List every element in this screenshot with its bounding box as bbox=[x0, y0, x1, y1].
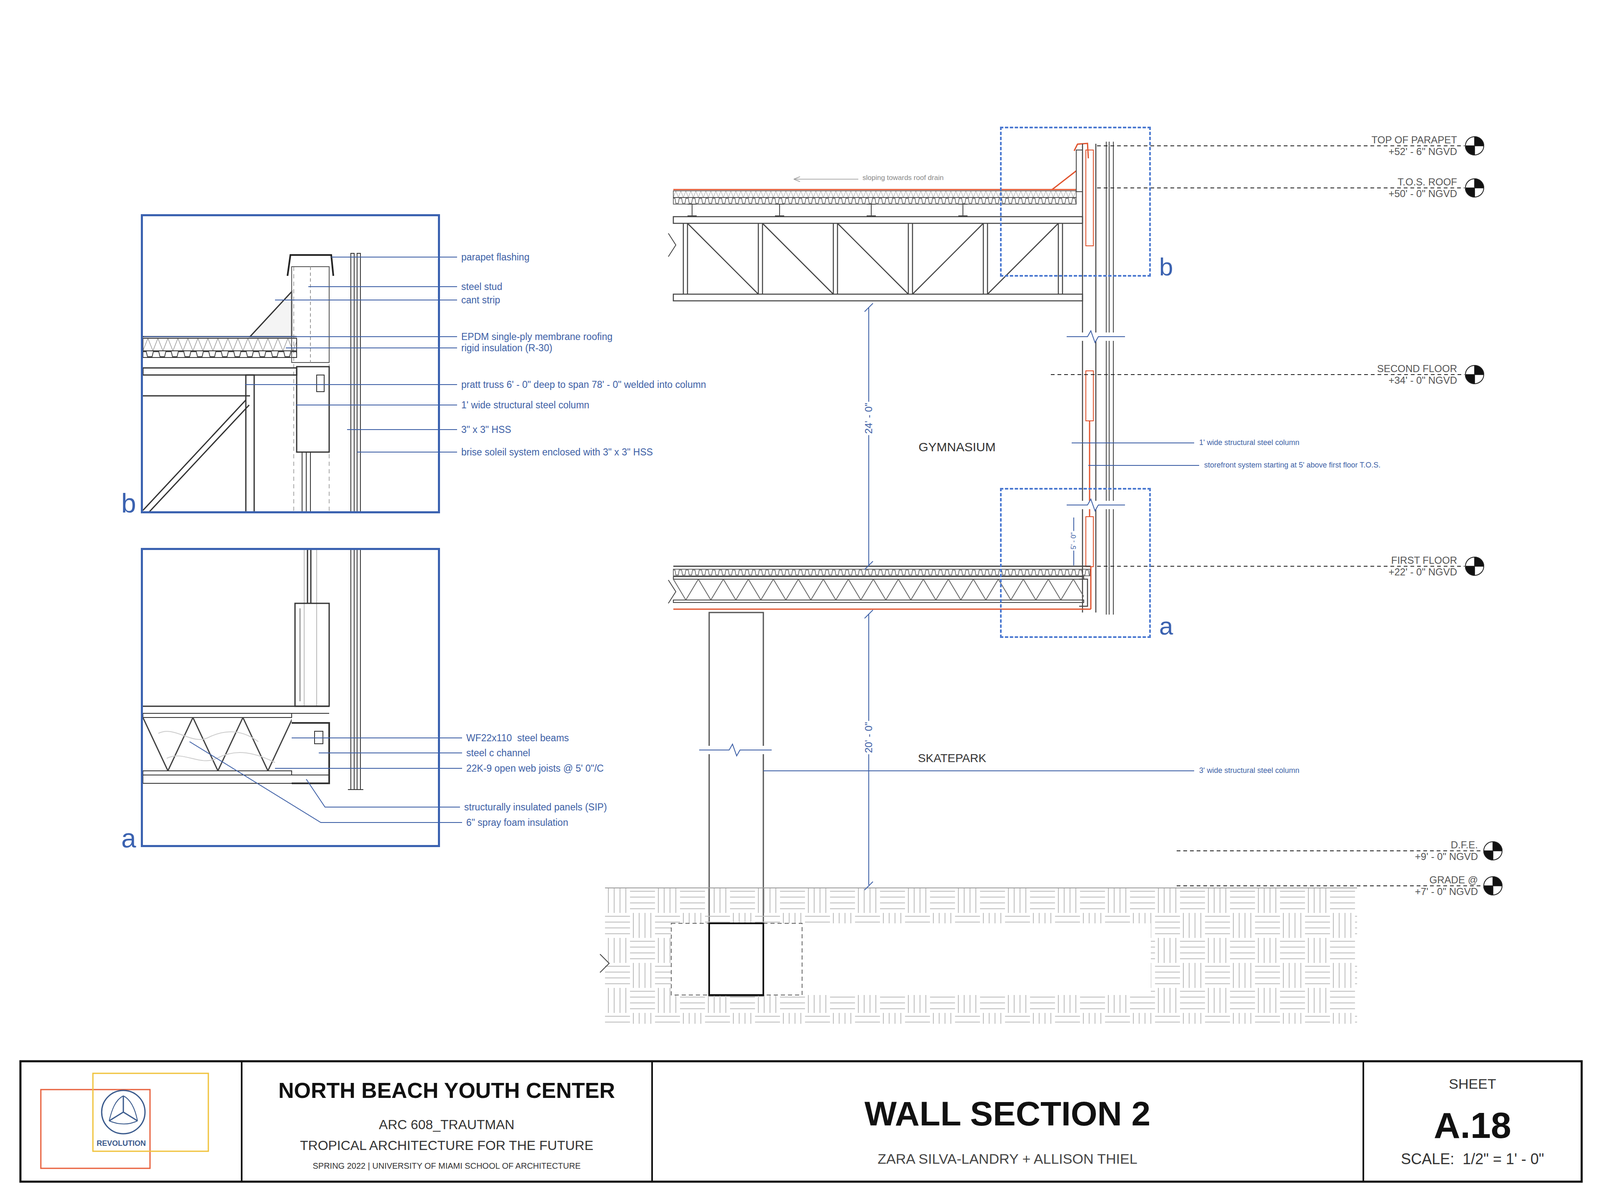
node-text: SHEET bbox=[1448, 1076, 1496, 1092]
callout-label: storefront system starting at 5' above f… bbox=[1204, 461, 1381, 470]
detail-callout-box: b bbox=[1000, 126, 1151, 277]
dimension: 20' - 0" bbox=[863, 720, 875, 755]
callout-label: pratt truss 6' - 0" deep to span 78' - 0… bbox=[461, 379, 707, 390]
callout-label: 3' wide structural steel column bbox=[1199, 766, 1300, 775]
level-value: +7' - 0" NGVD bbox=[1413, 886, 1480, 898]
dimension: 5' - 0" bbox=[1070, 531, 1078, 551]
logo-cell: REVOLUTION bbox=[21, 1062, 241, 1181]
callout-label: WF22x110 steel beams bbox=[466, 732, 569, 744]
callout-label: EPDM single-ply membrane roofing bbox=[461, 331, 613, 343]
callout-label: rigid insulation (R-30) bbox=[461, 342, 553, 354]
callout-label: 1' wide structural steel column bbox=[1199, 438, 1300, 447]
detail-frame: b bbox=[140, 214, 440, 514]
callout-label: parapet flashing bbox=[461, 252, 530, 263]
sheet-number-cell: SHEET A.18SCALE: 1/2" = 1' - 0" bbox=[1364, 1062, 1581, 1181]
callout-label: steel stud bbox=[461, 281, 503, 293]
node-text: WALL SECTION 2 bbox=[864, 1095, 1151, 1133]
node-text: SPRING 2022 | UNIVERSITY OF MIAMI SCHOOL… bbox=[312, 1161, 581, 1171]
level-name: TOP OF PARAPET bbox=[1370, 134, 1459, 146]
level-name: FIRST FLOOR bbox=[1390, 555, 1459, 566]
detail-callout-box: a bbox=[1000, 487, 1151, 638]
callout-label: cant strip bbox=[461, 295, 500, 306]
detail-frame: a bbox=[140, 547, 440, 848]
node-text: a bbox=[121, 824, 137, 853]
callout-label: 3" x 3" HSS bbox=[461, 424, 512, 435]
sheet-title-cell: WALL SECTION 2 ZARA SILVA-LANDRY + ALLISO… bbox=[652, 1062, 1363, 1181]
level-value: +9' - 0" NGVD bbox=[1413, 851, 1480, 863]
level-name: D.F.E. bbox=[1449, 839, 1480, 851]
room-name: GYMNASIUM bbox=[918, 440, 996, 454]
callout-label: 22K-9 open web joists @ 5' 0"/C bbox=[466, 763, 604, 774]
node-text: b bbox=[121, 489, 137, 518]
node-text: b bbox=[1159, 253, 1173, 281]
node-text: SCALE: 1/2" = 1' - 0" bbox=[1400, 1151, 1545, 1168]
callout-label: structurally insulated panels (SIP) bbox=[464, 802, 608, 813]
node-text: REVOLUTION bbox=[96, 1139, 146, 1148]
node-text: TROPICAL ARCHITECTURE FOR THE FUTURE bbox=[300, 1138, 594, 1153]
level-value: +52' - 6" NGVD bbox=[1387, 146, 1459, 158]
slope-note: sloping towards roof drain bbox=[862, 174, 944, 182]
level-value: +22' - 0" NGVD bbox=[1387, 566, 1459, 578]
project-cell: NORTH BEACH YOUTH CENTER ARC 608_TRAUTMAN… bbox=[242, 1062, 652, 1181]
node-text: A.18 bbox=[1433, 1105, 1512, 1145]
level-value: +50' - 0" NGVD bbox=[1387, 188, 1459, 200]
callout-label: 1' wide structural steel column bbox=[461, 400, 590, 411]
level-value: +34' - 0" NGVD bbox=[1387, 375, 1459, 386]
dimension: 24' - 0" bbox=[863, 401, 875, 435]
node-text: a bbox=[1159, 612, 1173, 640]
callout-label: steel c channel bbox=[466, 747, 530, 759]
level-name: GRADE @ bbox=[1428, 874, 1480, 886]
node-text: ARC 608_TRAUTMAN bbox=[378, 1117, 515, 1133]
callout-label: 6" spray foam insulation bbox=[466, 817, 569, 828]
level-name: T.O.S. ROOF bbox=[1396, 176, 1459, 188]
node-text: NORTH BEACH YOUTH CENTER bbox=[278, 1078, 615, 1103]
level-name: SECOND FLOOR bbox=[1375, 363, 1459, 375]
room-name: SKATEPARK bbox=[917, 752, 987, 765]
node-text: ZARA SILVA-LANDRY + ALLISON THIEL bbox=[877, 1151, 1138, 1167]
callout-label: brise soleil system enclosed with 3" x 3… bbox=[461, 447, 653, 458]
